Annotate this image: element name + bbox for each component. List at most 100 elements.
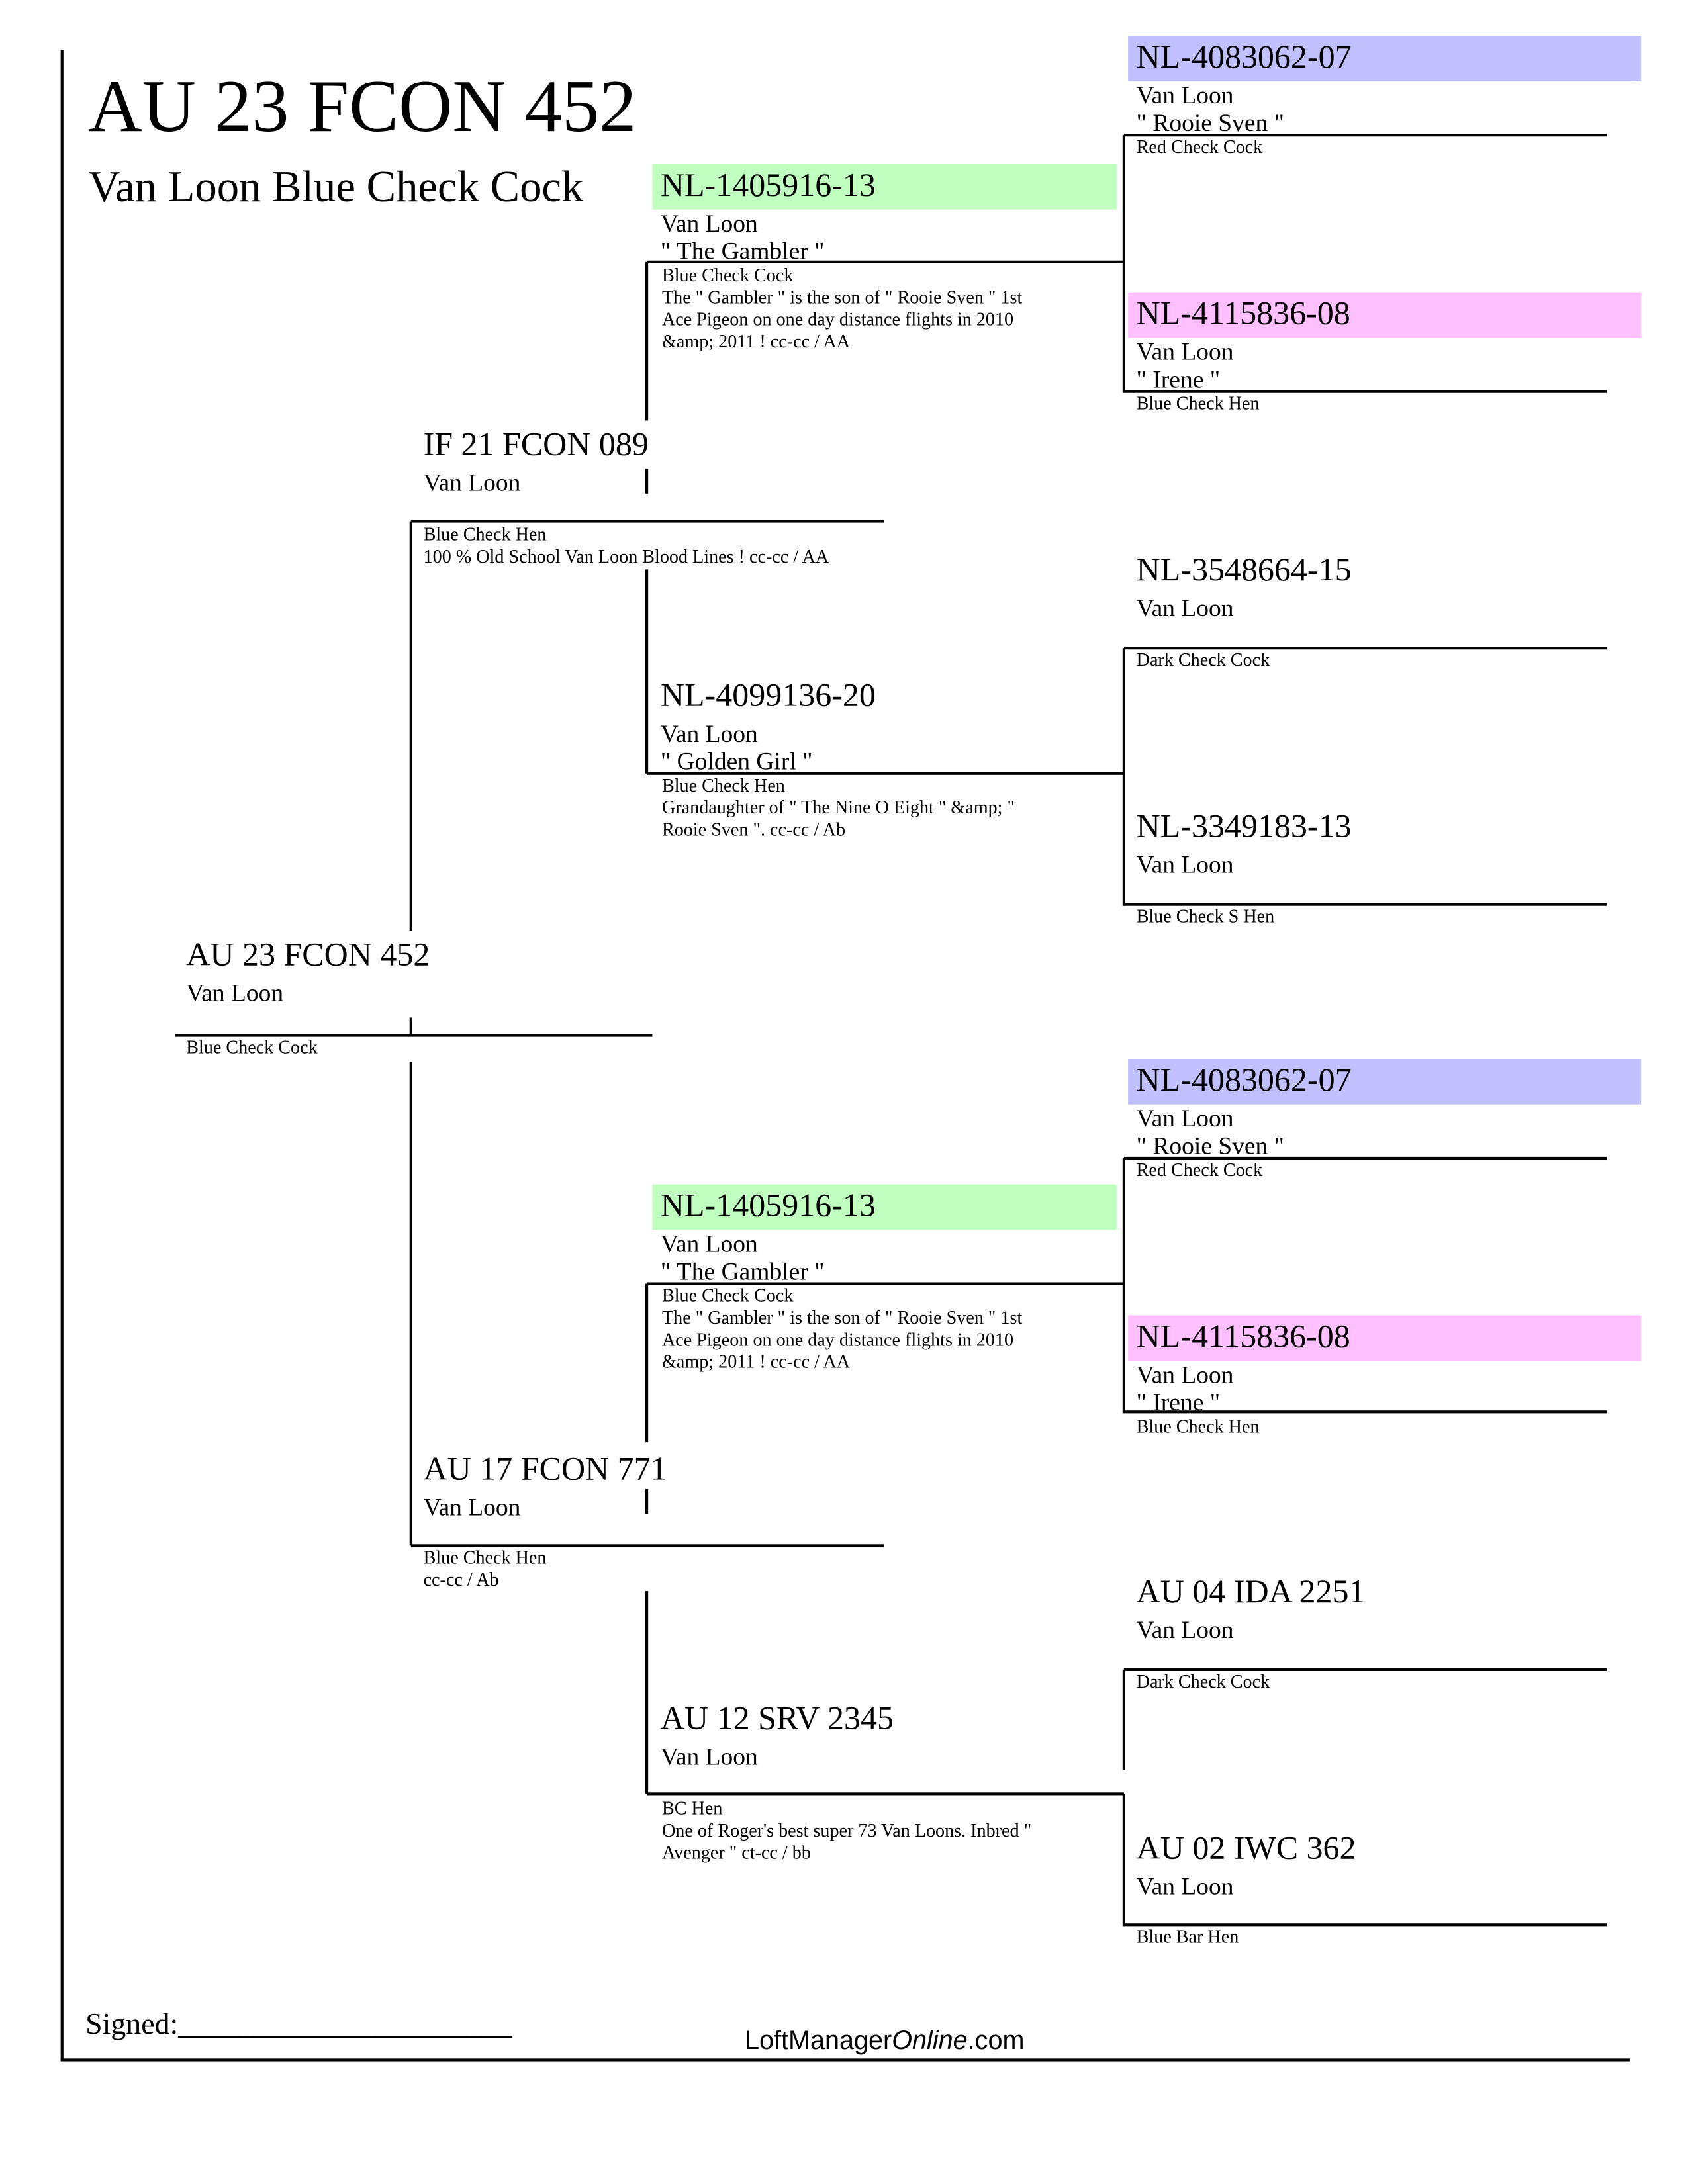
dam-line <box>410 1544 884 1547</box>
connector <box>645 1283 649 1443</box>
gen3-line <box>647 1282 1124 1285</box>
connector <box>409 521 412 931</box>
notes-line: Grandaughter of " The Nine O Eight " &am… <box>661 797 1015 818</box>
ring-number: AU 04 IDA 2251 <box>1136 1574 1366 1611</box>
notes-line: Blue Check Hen <box>661 774 785 796</box>
dam-notes: Blue Check Hen cc-cc / Ab <box>424 1547 547 1591</box>
great-grandparent-entry: NL-4115836-08 Van Loon " Irene " <box>1128 1315 1642 1416</box>
pigeon-name: " Irene " <box>1136 1388 1221 1416</box>
subject-line <box>175 1034 653 1037</box>
pigeon-name: " Irene " <box>1136 365 1221 393</box>
gen4-line <box>1123 903 1607 906</box>
notes-line: One of Roger's best super 73 Van Loons. … <box>661 1819 1032 1841</box>
notes-line: Ace Pigeon on one day distance flights i… <box>661 308 1014 330</box>
notes-line: &amp; 2011 ! cc-cc / AA <box>661 330 851 352</box>
notes-line: Blue Check Cock <box>186 1036 318 1058</box>
notes-line: Rooie Sven ". cc-cc / Ab <box>661 819 846 840</box>
notes-line: The " Gambler " is the son of " Rooie Sv… <box>661 287 1023 308</box>
breeder: Van Loon <box>1136 1361 1234 1388</box>
ring-number: NL-4099136-20 <box>660 678 876 715</box>
page-subtitle: Van Loon Blue Check Cock <box>88 161 584 211</box>
gen4-line <box>1123 390 1607 393</box>
great-grandparent-notes: Blue Check Hen <box>1136 1416 1260 1437</box>
brand-part: LoftManager <box>744 2026 892 2056</box>
ring-number: NL-3548664-15 <box>1136 553 1352 589</box>
grandparent-entry: NL-4099136-20 Van Loon " Golden Girl " <box>652 674 876 775</box>
great-grandparent-entry: AU 02 IWC 362 Van Loon <box>1128 1827 1356 1900</box>
ring-number: NL-1405916-13 <box>652 163 1117 210</box>
breeder: Van Loon <box>423 469 521 496</box>
great-grandparent-notes: Blue Check S Hen <box>1136 905 1275 927</box>
breeder: Van Loon <box>660 209 758 238</box>
pigeon-name: " The Gambler " <box>660 1257 825 1285</box>
notes-line: cc-cc / Ab <box>423 1569 499 1590</box>
subject-entry: AU 23 FCON 452 Van Loon <box>178 933 430 1007</box>
pigeon-name: " The Gambler " <box>660 237 825 265</box>
connector <box>409 1062 412 1546</box>
grandparent-notes: BC Hen One of Roger's best super 73 Van … <box>662 1798 1031 1864</box>
breeder: Van Loon <box>660 1743 758 1770</box>
notes-line: Blue Check Hen <box>423 523 547 545</box>
great-grandparent-notes: Blue Check Hen <box>1136 392 1260 414</box>
gen4-line <box>1123 1923 1607 1927</box>
connector <box>1122 135 1125 393</box>
grandparent-entry: AU 12 SRV 2345 Van Loon <box>652 1698 894 1770</box>
notes-line: The " Gambler " is the son of " Rooie Sv… <box>661 1306 1023 1328</box>
ring-number: NL-1405916-13 <box>652 1184 1117 1230</box>
great-grandparent-entry: AU 04 IDA 2251 Van Loon <box>1128 1570 1366 1644</box>
great-grandparent-entry: NL-4115836-08 Van Loon " Irene " <box>1128 292 1642 393</box>
breeder: Van Loon <box>1136 594 1234 622</box>
grandparent-notes: Blue Check Cock The " Gambler " is the s… <box>662 265 1022 353</box>
grandparent-notes: Blue Check Cock The " Gambler " is the s… <box>662 1285 1022 1373</box>
gen3-line <box>647 260 1124 263</box>
pigeon-name: " Rooie Sven " <box>1136 1132 1284 1160</box>
connector <box>1122 1158 1125 1414</box>
signature-line: Signed:______________________ <box>85 2006 512 2041</box>
great-grandparent-entry: NL-3349183-13 Van Loon <box>1128 805 1352 879</box>
breeder: Van Loon <box>1136 1615 1234 1644</box>
great-grandparent-entry: NL-3548664-15 Van Loon <box>1128 549 1352 622</box>
great-grandparent-notes: Blue Bar Hen <box>1136 1926 1239 1947</box>
great-grandparent-notes: Dark Check Cock <box>1136 649 1270 670</box>
great-grandparent-notes: Dark Check Cock <box>1136 1670 1270 1692</box>
connector <box>1122 1669 1125 1770</box>
gen3-line <box>647 1792 1124 1796</box>
breeder: Van Loon <box>1136 81 1234 109</box>
breeder: Van Loon <box>660 1230 758 1257</box>
grandparent-notes: Blue Check Hen Grandaughter of " The Nin… <box>662 775 1015 841</box>
notes-line: BC Hen <box>661 1797 723 1819</box>
notes-line: Avenger " ct-cc / bb <box>661 1842 811 1863</box>
connector <box>1122 648 1125 906</box>
grandparent-entry: NL-1405916-13 Van Loon " The Gambler " <box>652 163 1117 265</box>
sire-entry: IF 21 FCON 089 Van Loon <box>415 424 649 496</box>
great-grandparent-entry: NL-4083062-07 Van Loon " Rooie Sven " <box>1128 1058 1642 1160</box>
ring-number: AU 17 FCON 771 <box>423 1451 667 1488</box>
pigeon-name: " Golden Girl " <box>660 747 813 775</box>
connector <box>645 1591 649 1794</box>
brand-part: .com <box>967 2026 1025 2056</box>
connector <box>1122 1794 1125 1927</box>
breeder: Van Loon <box>1136 850 1234 879</box>
notes-line: Blue Check Hen <box>423 1547 547 1568</box>
ring-number: NL-4083062-07 <box>1128 1058 1642 1105</box>
ring-number: NL-3349183-13 <box>1136 809 1352 846</box>
notes-line: Ace Pigeon on one day distance flights i… <box>661 1329 1014 1350</box>
connector <box>645 469 649 494</box>
great-grandparent-notes: Red Check Cock <box>1136 136 1263 158</box>
gen4-line <box>1123 1156 1607 1160</box>
gen4-line <box>1123 647 1607 650</box>
connector <box>645 1488 649 1514</box>
sire-notes: Blue Check Hen 100 % Old School Van Loon… <box>424 524 829 569</box>
grandparent-entry: NL-1405916-13 Van Loon " The Gambler " <box>652 1184 1117 1285</box>
page-title: AU 23 FCON 452 <box>88 64 637 148</box>
breeder: Van Loon <box>660 719 758 748</box>
great-grandparent-notes: Red Check Cock <box>1136 1160 1263 1181</box>
notes-line: Blue Check Cock <box>661 1285 794 1306</box>
gen4-line <box>1123 1410 1607 1414</box>
breeder: Van Loon <box>1136 338 1234 366</box>
gen4-line <box>1123 1668 1607 1671</box>
connector <box>645 569 649 774</box>
ring-number: AU 12 SRV 2345 <box>660 1701 894 1737</box>
brand-footer: LoftManagerOnline.com <box>745 2026 1024 2057</box>
